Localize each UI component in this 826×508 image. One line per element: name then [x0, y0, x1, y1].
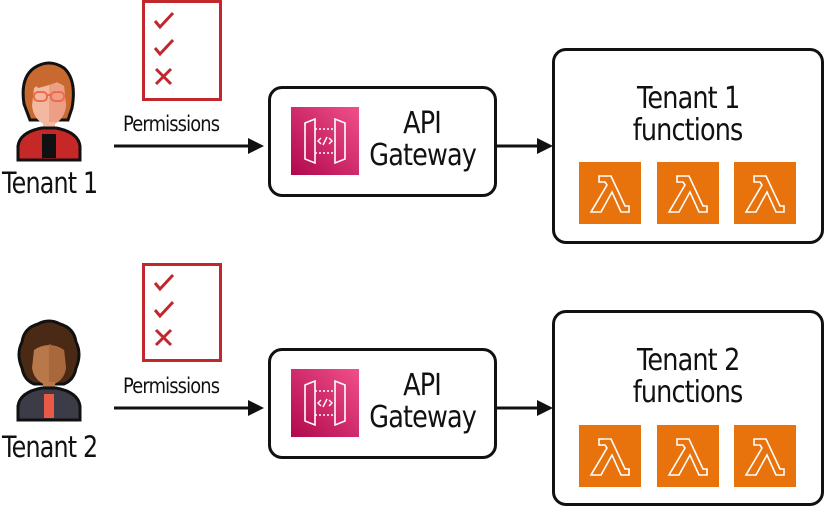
permissions-label-1: Permissions [123, 112, 220, 136]
api-gateway-title-2: API Gateway [369, 368, 477, 435]
gateway-line-2: Gateway [369, 138, 477, 173]
api-gateway-icon [291, 369, 359, 437]
api-gateway-icon [291, 107, 359, 175]
permissions-label-2: Permissions [123, 374, 220, 398]
gateway-line-1: API [403, 106, 442, 141]
tenant-2-avatar-icon [16, 319, 82, 422]
permissions-checklist-2 [142, 263, 222, 362]
tenant-2-functions-title: Tenant 2 functions [552, 345, 824, 409]
lambda-function-icon [657, 162, 719, 224]
arrow-to-gateway-1 [114, 138, 264, 154]
arrow-to-functions-1 [497, 138, 553, 154]
functions-line-1: Tenant 1 [636, 81, 740, 116]
tenant-1-label: Tenant 1 [2, 166, 98, 200]
tenant-2-label: Tenant 2 [2, 430, 98, 464]
lambda-function-icon [734, 425, 796, 487]
lambda-function-icon [657, 425, 719, 487]
lambda-function-icon [734, 162, 796, 224]
arrow-to-gateway-2 [114, 400, 264, 416]
tenant-1-avatar-icon [16, 61, 82, 162]
tenant-1-functions-title: Tenant 1 functions [552, 83, 824, 147]
lambda-function-icon [579, 162, 641, 224]
functions-line-1: Tenant 2 [636, 343, 740, 378]
checklist-items-icon [153, 11, 175, 86]
gateway-line-1: API [403, 368, 442, 403]
functions-line-2: functions [633, 113, 744, 148]
permissions-checklist-1 [142, 0, 222, 101]
lambda-function-icon [579, 425, 641, 487]
functions-line-2: functions [633, 375, 744, 410]
arrow-to-functions-2 [497, 400, 553, 416]
checklist-items-icon [153, 273, 175, 347]
gateway-line-2: Gateway [369, 400, 477, 435]
api-gateway-title-1: API Gateway [369, 106, 477, 173]
